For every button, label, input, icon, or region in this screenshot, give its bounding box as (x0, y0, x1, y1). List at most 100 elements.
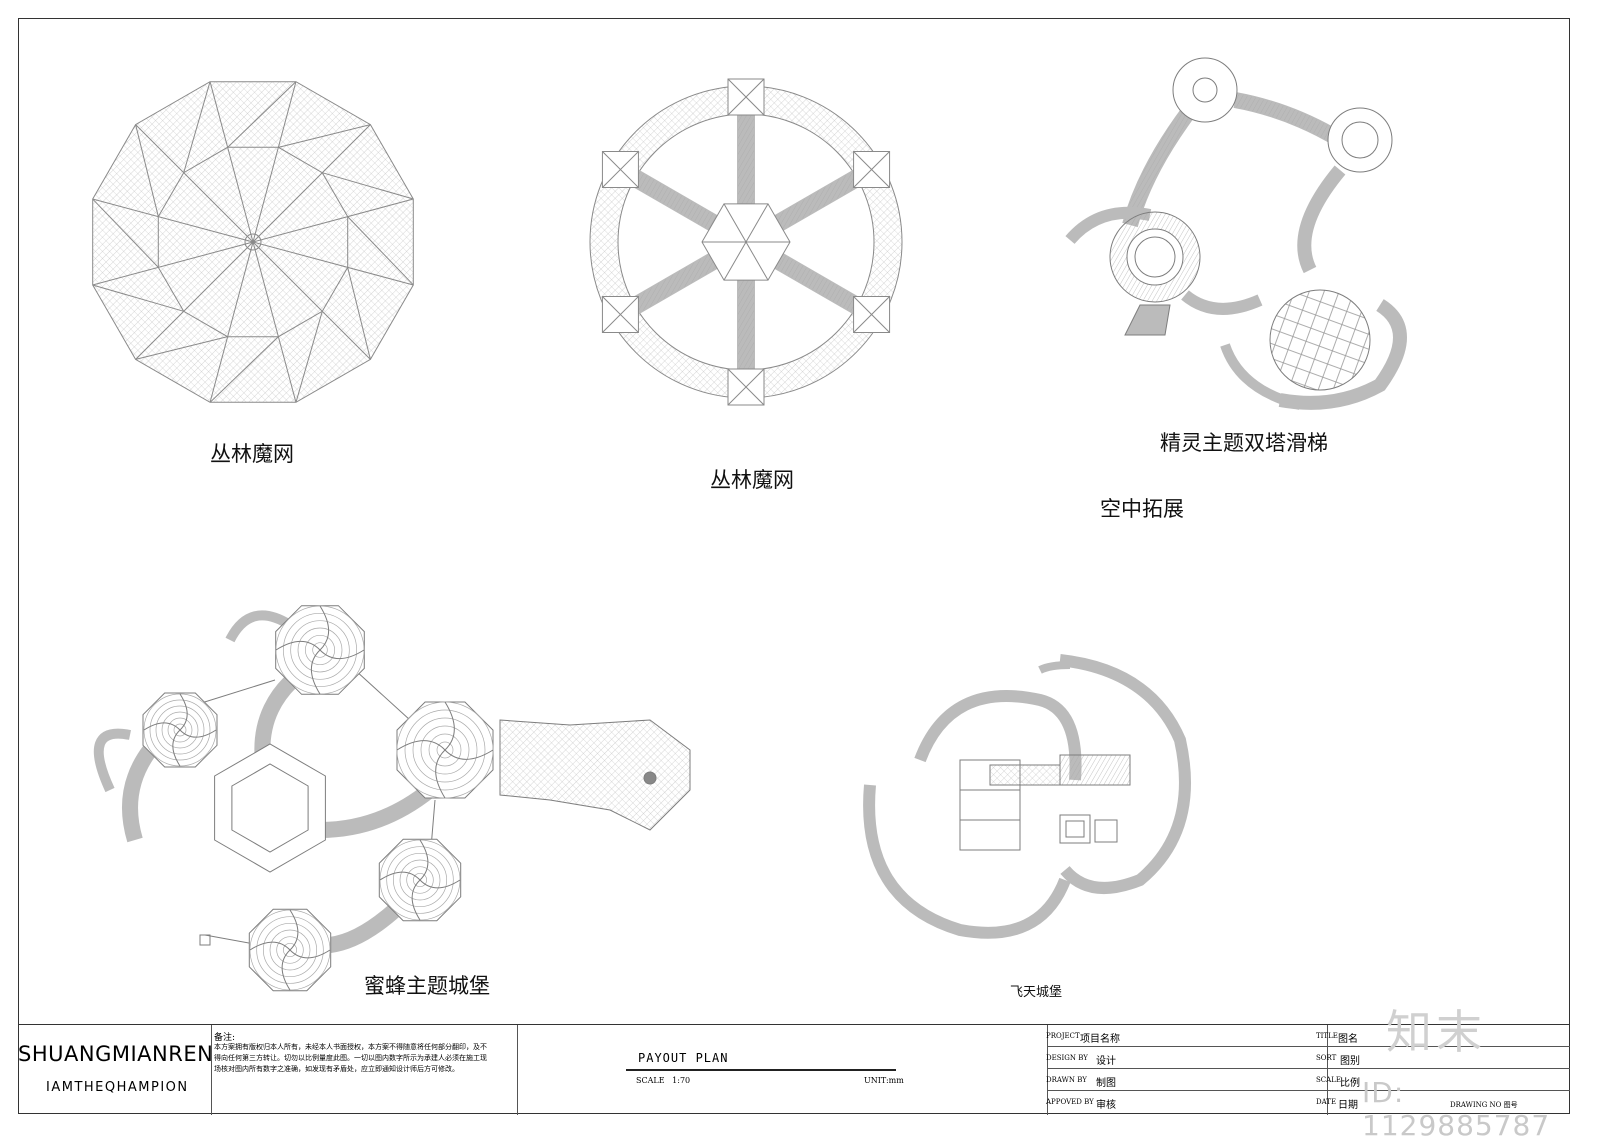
bee-tower-ring (428, 733, 462, 767)
approved-by-key: APPOVED BY (1046, 1098, 1094, 1106)
scale-text: SCALE 1:70 (636, 1076, 690, 1085)
bee-castle-drawing (93, 605, 691, 992)
net-spoke (252, 241, 297, 403)
bee-tower-swirl (143, 722, 181, 731)
hub-line (745, 241, 769, 281)
bee-tower-ring (256, 916, 324, 984)
aerial-label: 空中拓展 (1100, 497, 1184, 521)
twin-tower-drawing (1065, 57, 1407, 410)
flying-castle-drawing (863, 654, 1191, 939)
watermark-logo: 知末 (1386, 1005, 1486, 1059)
bee-tower-ring (269, 929, 311, 971)
net-diagonal (295, 311, 323, 403)
tb-row-line (1048, 1068, 1570, 1069)
hub-line (745, 203, 769, 243)
bee-tower-ring (149, 699, 211, 761)
wheel-post-line (602, 296, 639, 333)
watermark-id: ID: 1129885787 (1362, 1076, 1551, 1142)
bee-tower-swirl (396, 740, 446, 751)
bee-tower-ring (412, 717, 478, 783)
bee-tower-ring (420, 725, 470, 775)
bee-tower-ring (412, 872, 428, 888)
bee-tower-swirl (444, 749, 494, 760)
wheel-post-line (853, 296, 890, 333)
title-block-brand-cell (18, 1025, 212, 1115)
bee-tower-ring (436, 741, 454, 759)
net-diagonal (347, 216, 414, 286)
project-key: PROJECT (1046, 1032, 1080, 1040)
bee-tower-swirl (249, 941, 291, 951)
plan-title: PAYOUT PLAN (638, 1051, 729, 1065)
net-spoke (135, 124, 254, 243)
net-spoke (252, 124, 371, 243)
drawn-by-value: 制图 (1096, 1078, 1116, 1089)
date-value: 日期 (1338, 1100, 1358, 1111)
net-diagonal (183, 81, 211, 173)
bee-tower-ring (312, 642, 328, 658)
bee-tower-swirl (172, 729, 181, 767)
net-diagonal (135, 124, 159, 217)
bee-tower-swirl (179, 693, 188, 731)
scale-value: 1:70 (672, 1076, 691, 1085)
hub-line (723, 203, 747, 243)
net-diagonal (322, 172, 414, 200)
bee-tower-ring (392, 852, 448, 908)
hub-line (723, 241, 747, 281)
title-block (18, 1024, 1570, 1115)
project-value: 项目名称 (1080, 1034, 1120, 1045)
flying-castle-label: 飞天城堡 (1010, 985, 1063, 1000)
bee-tower-swirl (435, 749, 446, 799)
net-spoke (209, 81, 254, 243)
bee-tower-ring (282, 612, 358, 688)
title-block-notes-cell (212, 1025, 518, 1115)
drawing-no-key: DRAWING NO 图号 (1450, 1101, 1518, 1109)
bee-castle-label: 蜜蜂主题城堡 (364, 974, 490, 998)
scale-row-value: 比例 (1340, 1078, 1360, 1089)
design-by-value: 设计 (1096, 1056, 1116, 1067)
net-spoke (252, 241, 414, 286)
bee-tower-ring (173, 723, 187, 737)
net-diagonal (92, 284, 184, 312)
net-spoke (135, 241, 254, 360)
net-diagonal (227, 81, 297, 148)
approved-by-value: 审核 (1096, 1100, 1116, 1111)
tb-row-line (1048, 1046, 1570, 1047)
net-diagonal (92, 198, 159, 268)
scale-label: SCALE (636, 1076, 665, 1085)
title-value: 图名 (1338, 1034, 1358, 1045)
bee-tower-ring (282, 942, 298, 958)
drawn-by-key: DRAWN BY (1046, 1076, 1087, 1084)
bee-tower-ring (406, 866, 434, 894)
wheel-post-line (727, 368, 765, 406)
bee-tower-ring (276, 936, 304, 964)
bee-tower-ring (399, 859, 441, 901)
title-block-plan-cell (518, 1025, 1048, 1115)
net-wheel-drawing (589, 78, 903, 406)
sort-value: 图别 (1340, 1056, 1360, 1067)
twin-tower-label: 精灵主题双塔滑梯 (1160, 431, 1328, 455)
tb-row-line (1048, 1090, 1570, 1091)
bee-tower-swirl (419, 879, 461, 889)
wheel-post-line (727, 78, 765, 116)
net-dodecagon-drawing (92, 81, 414, 403)
notes-text: 本方案拥有版权归本人所有，未经本人书面授权，本方案不得随意将任何部分翻印，及不得… (214, 1043, 487, 1073)
bee-tower-ring (161, 711, 199, 749)
bee-tower-ring (155, 705, 205, 755)
bee-tower-ring (404, 709, 486, 791)
wheel-post-line (853, 151, 890, 188)
bee-tower-swirl (275, 640, 321, 651)
net-spoke (252, 81, 297, 243)
bee-tower-swirl (289, 949, 331, 959)
net-spoke (92, 198, 254, 243)
net-spoke (252, 198, 414, 243)
net-dodecagon-label: 丛林魔网 (210, 442, 294, 466)
net-diagonal (278, 124, 371, 148)
net-diagonal (135, 336, 228, 360)
wheel-post-line (602, 151, 639, 188)
bee-tower-swirl (319, 649, 365, 660)
bee-tower-ring (297, 627, 343, 673)
net-spoke (209, 241, 254, 403)
sort-key: SORT (1316, 1054, 1337, 1062)
bee-tower-ring (262, 922, 318, 978)
